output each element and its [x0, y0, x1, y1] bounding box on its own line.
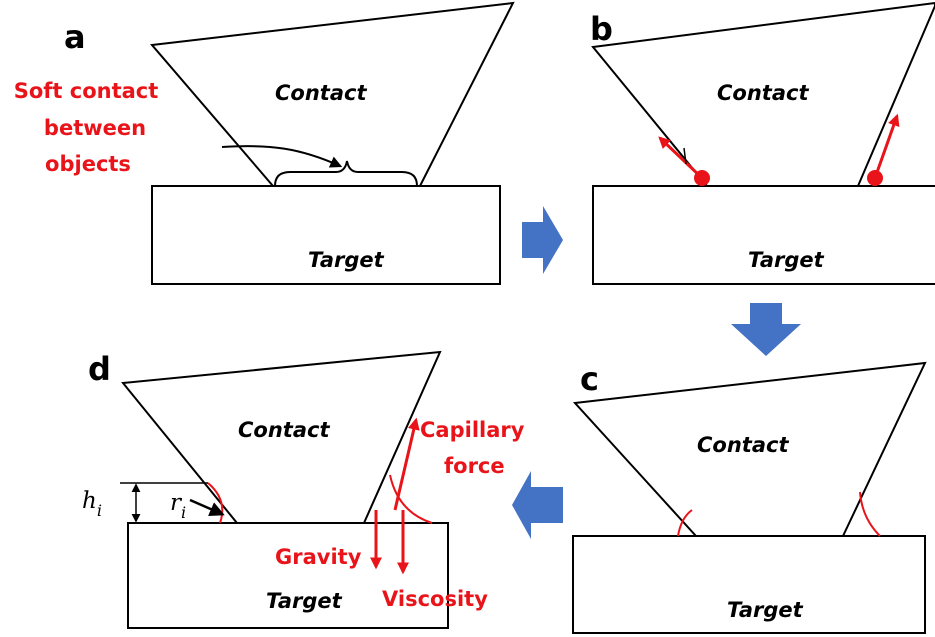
panel-d-right-meniscus — [389, 474, 433, 524]
panel-b-small-tick — [683, 147, 687, 165]
panel-d-radius-symbol: ri — [170, 490, 186, 522]
panel-a-pointer-arrow — [221, 145, 343, 168]
panel-d-height-subscript: i — [97, 501, 102, 520]
panel-b-letter: b — [590, 10, 613, 48]
panel-d-height-letter: h — [82, 488, 97, 514]
panel-a-target-label: Target — [308, 248, 385, 272]
panel-d-gravity-label: Gravity — [275, 545, 362, 569]
flow-arrow-b-to-c — [731, 303, 801, 356]
panel-d-letter: d — [88, 350, 111, 388]
panel-d-viscosity-label: Viscosity — [382, 587, 488, 611]
panel-c-right-meniscus — [859, 491, 881, 537]
panel-d-capillary-label-line-1: Capillary — [420, 418, 525, 442]
panel-a-annotation-line-3: objects — [45, 152, 131, 176]
panel-a-letter: a — [64, 18, 86, 56]
panel-d-radius-subscript: i — [181, 503, 186, 522]
panel-d-left-meniscus — [207, 482, 224, 524]
panel-a: a Contact Target Soft contact between ob… — [14, 1, 515, 285]
panel-a-contact-label: Contact — [275, 81, 367, 105]
panel-c: c Contact Target — [572, 360, 927, 634]
flow-arrow-c-to-d — [512, 471, 563, 539]
panel-b-target-label: Target — [748, 248, 825, 272]
panel-d-contact-label: Contact — [238, 418, 330, 442]
panel-d-capillary-arrow — [393, 417, 420, 511]
panel-d-capillary-label-line-2: force — [444, 454, 505, 478]
panel-b-contact-label: Contact — [717, 81, 809, 105]
panel-c-target-block — [572, 535, 926, 634]
panel-b-target-block — [592, 185, 935, 285]
panel-a-annotation-line-2: between — [44, 116, 146, 140]
panel-b: b Contact Target — [590, 1, 935, 285]
panel-d-target-label: Target — [266, 589, 343, 613]
panel-a-annotation-line-1: Soft contact — [14, 79, 159, 103]
panel-a-target-block — [151, 185, 501, 285]
flow-arrow-a-to-b — [522, 206, 563, 274]
panel-a-contact-brace — [274, 160, 418, 187]
panel-c-target-label: Target — [727, 598, 804, 622]
panel-d: d Contact Target hi ri Capillary force G… — [82, 350, 525, 629]
panel-c-contact-label: Contact — [697, 433, 789, 457]
panel-d-radius-letter: r — [170, 490, 183, 516]
panel-b-right-force-arrow — [873, 113, 900, 179]
panel-b-left-force-arrow — [658, 136, 704, 180]
panel-d-target-block — [127, 522, 449, 629]
panel-c-left-meniscus — [677, 509, 693, 537]
panel-c-letter: c — [580, 360, 599, 398]
panel-d-height-symbol: hi — [82, 488, 102, 520]
panel-d-radius-arrow — [189, 498, 225, 517]
